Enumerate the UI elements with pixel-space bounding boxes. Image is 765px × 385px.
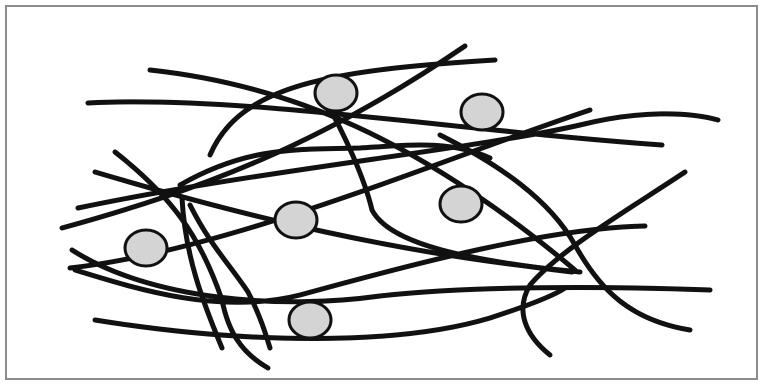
particle-6 [289, 302, 331, 338]
fiber-9 [182, 198, 222, 348]
particle-4 [440, 186, 482, 222]
particle-3 [275, 202, 317, 238]
fiber-15 [440, 135, 690, 330]
particle-1 [315, 75, 357, 111]
fiber-14 [523, 172, 685, 355]
particle-2 [461, 94, 503, 130]
fiber-7 [95, 172, 580, 272]
particle-5 [125, 230, 167, 266]
